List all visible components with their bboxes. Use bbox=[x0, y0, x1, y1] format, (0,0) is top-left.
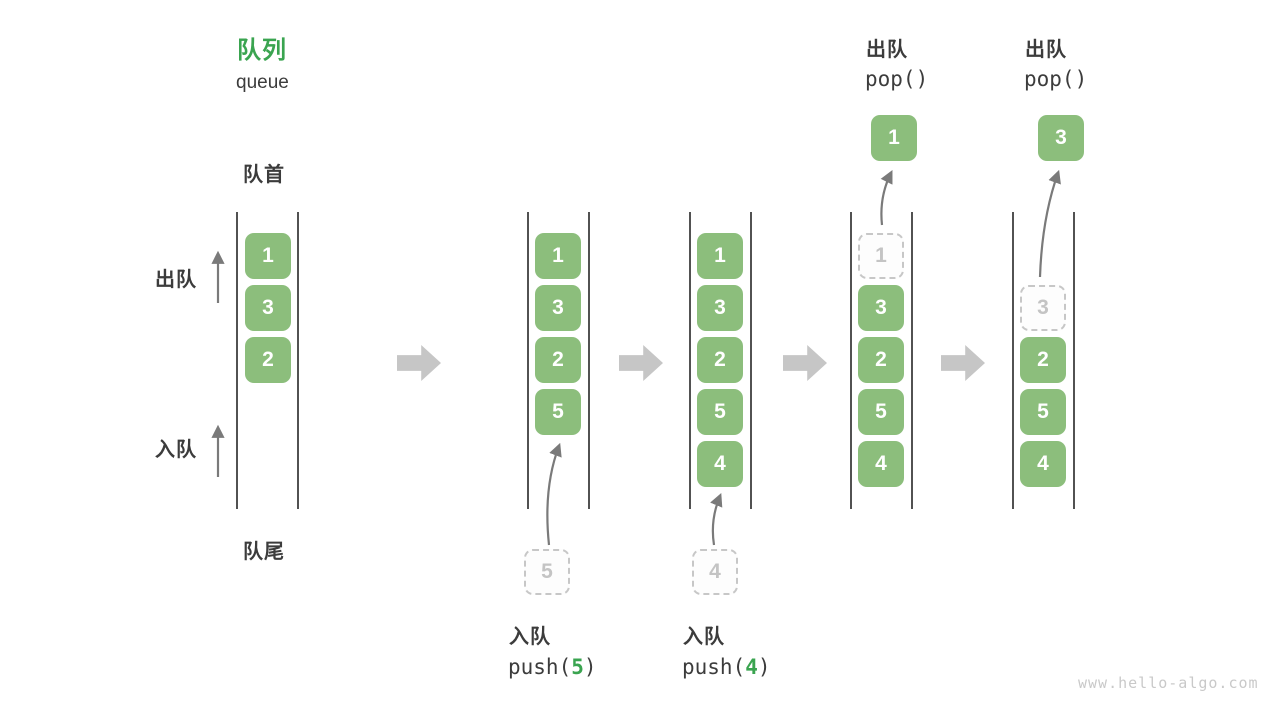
queue-item: 5 bbox=[697, 389, 743, 435]
queue-rail-right bbox=[911, 212, 913, 509]
code-close: ) bbox=[583, 655, 597, 679]
code-fn: push( bbox=[508, 655, 572, 679]
incoming-item-placeholder: 5 bbox=[524, 549, 570, 595]
queue-item: 1 bbox=[535, 233, 581, 279]
queue-item: 3 bbox=[535, 285, 581, 331]
queue-item: 2 bbox=[245, 337, 291, 383]
queue-rail-left bbox=[689, 212, 691, 509]
queue-item: 3 bbox=[858, 285, 904, 331]
queue-rail-left bbox=[527, 212, 529, 509]
code-fn: push( bbox=[682, 655, 746, 679]
queue-item: 5 bbox=[858, 389, 904, 435]
dequeue-op-code: pop() bbox=[865, 67, 929, 91]
enqueue-direction-label: 入队 bbox=[155, 439, 197, 461]
queue-rail-right bbox=[297, 212, 299, 509]
queue-item: 5 bbox=[535, 389, 581, 435]
enqueue-op-label: 入队 bbox=[509, 626, 551, 648]
push-4-arrow-icon bbox=[710, 492, 723, 546]
pop-3-arrow-icon bbox=[1038, 169, 1061, 278]
watermark: www.hello-algo.com bbox=[1078, 674, 1259, 692]
state-transition-arrow-icon bbox=[619, 345, 663, 381]
code-close: ) bbox=[757, 655, 771, 679]
queue-item: 2 bbox=[535, 337, 581, 383]
dequeue-op-label: 出队 bbox=[866, 39, 908, 61]
queue-rail-left bbox=[236, 212, 238, 509]
queue-tail-label: 队尾 bbox=[243, 541, 285, 563]
queue-rail-left bbox=[1012, 212, 1014, 509]
popped-item: 1 bbox=[871, 115, 917, 161]
queue-item: 3 bbox=[697, 285, 743, 331]
queue-item: 1 bbox=[697, 233, 743, 279]
code-arg: 4 bbox=[745, 655, 758, 679]
removed-item-placeholder: 1 bbox=[858, 233, 904, 279]
queue-item: 4 bbox=[1020, 441, 1066, 487]
queue-rail-right bbox=[588, 212, 590, 509]
enqueue-op-code: push(4) bbox=[682, 655, 771, 679]
queue-item: 2 bbox=[1020, 337, 1066, 383]
state-transition-arrow-icon bbox=[941, 345, 985, 381]
code-arg: 5 bbox=[571, 655, 584, 679]
push-5-arrow-icon bbox=[546, 442, 562, 546]
popped-item: 3 bbox=[1038, 115, 1084, 161]
state-transition-arrow-icon bbox=[783, 345, 827, 381]
queue-item: 2 bbox=[858, 337, 904, 383]
dequeue-op-label: 出队 bbox=[1025, 39, 1067, 61]
diagram-title-en: queue bbox=[236, 72, 289, 93]
removed-item-placeholder: 3 bbox=[1020, 285, 1066, 331]
incoming-item-placeholder: 4 bbox=[692, 549, 738, 595]
dequeue-op-code: pop() bbox=[1024, 67, 1088, 91]
queue-item: 4 bbox=[697, 441, 743, 487]
queue-item: 5 bbox=[1020, 389, 1066, 435]
queue-item: 2 bbox=[697, 337, 743, 383]
queue-rail-left bbox=[850, 212, 852, 509]
pop-1-arrow-icon bbox=[880, 170, 893, 226]
enqueue-op-label: 入队 bbox=[683, 626, 725, 648]
enqueue-op-code: push(5) bbox=[508, 655, 597, 679]
state-transition-arrow-icon bbox=[397, 345, 441, 381]
queue-item: 3 bbox=[245, 285, 291, 331]
queue-head-label: 队首 bbox=[243, 164, 285, 186]
queue-item: 1 bbox=[245, 233, 291, 279]
diagram-title-zh: 队列 bbox=[237, 37, 287, 64]
queue-rail-right bbox=[1073, 212, 1075, 509]
queue-rail-right bbox=[750, 212, 752, 509]
queue-item: 4 bbox=[858, 441, 904, 487]
dequeue-direction-label: 出队 bbox=[155, 269, 197, 291]
